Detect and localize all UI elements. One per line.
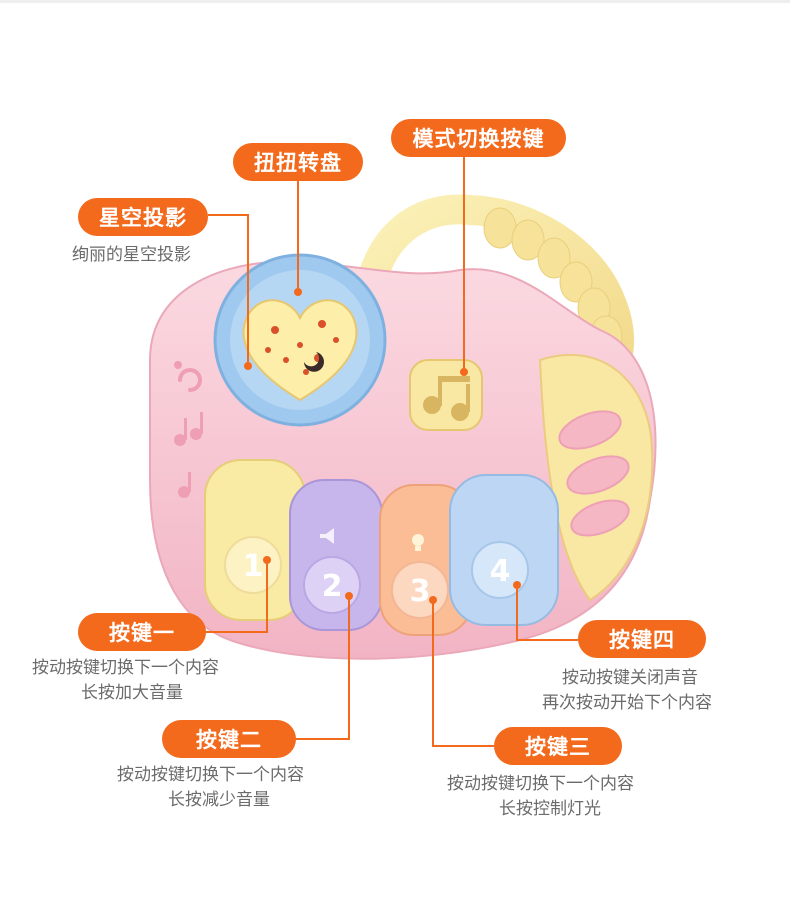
key-4 xyxy=(449,474,559,626)
desc-key2-line1: 按动按键切换下一个内容 xyxy=(117,765,304,785)
bulb-icon xyxy=(412,534,424,551)
top-divider xyxy=(0,0,790,3)
key-number-4: 4 xyxy=(490,554,511,589)
heart-projector-icon xyxy=(213,253,387,427)
leader-key4-v xyxy=(516,585,518,641)
desc-projection: 绚丽的星空投影 xyxy=(72,245,191,265)
key-1 xyxy=(204,459,306,621)
leader-mode-dot xyxy=(460,368,468,376)
label-key3: 按键三 xyxy=(494,727,622,765)
label-dial: 扭扭转盘 xyxy=(233,143,363,181)
desc-key3-line2: 长按控制灯光 xyxy=(499,799,601,819)
leader-key1-h xyxy=(205,631,268,633)
mode-button-icon xyxy=(409,359,483,431)
key-number-2: 2 xyxy=(322,569,343,604)
label-key1: 按键一 xyxy=(78,613,206,651)
key-number-1: 1 xyxy=(243,549,264,584)
leader-projection-h xyxy=(208,214,248,216)
leader-key2-v xyxy=(348,596,350,740)
leader-dial-dot xyxy=(294,288,302,296)
leader-key2-dot xyxy=(345,592,353,600)
label-key4: 按键四 xyxy=(578,620,706,658)
leader-key1-v xyxy=(266,560,268,633)
leader-key2-h xyxy=(296,738,350,740)
desc-key3-line1: 按动按键切换下一个内容 xyxy=(447,774,634,794)
swirl-icon xyxy=(174,361,202,392)
label-mode-switch: 模式切换按键 xyxy=(391,119,566,157)
leader-key4-h xyxy=(516,639,578,641)
leader-key1-dot xyxy=(263,556,271,564)
label-key2: 按键二 xyxy=(162,720,296,758)
leader-key3-dot xyxy=(429,596,437,604)
piano-keys: 1 2 3 4 xyxy=(204,459,559,636)
key-2 xyxy=(289,479,383,631)
desc-key1-line1: 按动按键切换下一个内容 xyxy=(32,658,219,678)
desc-key1-line2: 长按加大音量 xyxy=(81,683,183,703)
key-number-3: 3 xyxy=(410,574,431,609)
desc-key4-line2: 再次按动开始下个内容 xyxy=(542,693,712,713)
leader-key3-h xyxy=(432,745,494,747)
desc-key2-line2: 长按减少音量 xyxy=(168,790,270,810)
leader-projection-dot xyxy=(244,362,252,370)
music-notes-icon xyxy=(174,412,203,498)
leader-mode xyxy=(463,156,465,372)
leader-key4-dot xyxy=(513,581,521,589)
leader-dial xyxy=(297,180,299,292)
leader-projection-v xyxy=(247,214,249,366)
label-projection: 星空投影 xyxy=(78,198,208,236)
speaker-icon xyxy=(320,528,334,544)
desc-key4-line1: 按动按键关闭声音 xyxy=(562,668,698,688)
leader-key3-v xyxy=(432,600,434,746)
